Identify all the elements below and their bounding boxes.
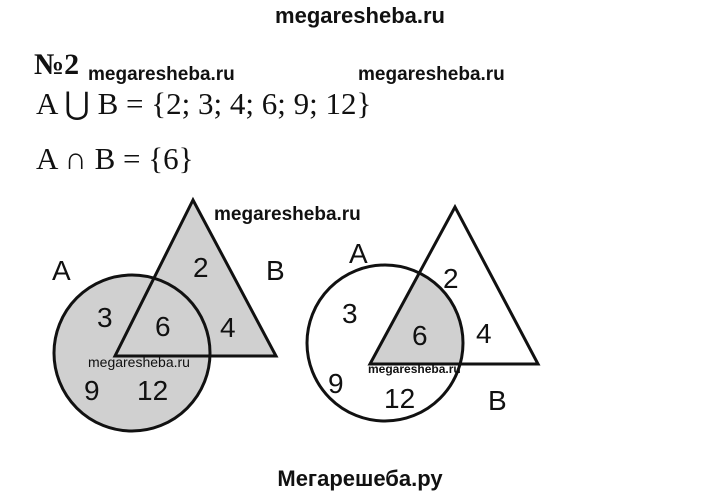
- element-12: 12: [384, 383, 415, 414]
- task-number: №2: [34, 48, 80, 81]
- watermark-figure-left: megaresheba.ru: [88, 354, 190, 370]
- union-expression: A ⋃ B = {2; 3; 4; 6; 9; 12}: [36, 86, 372, 121]
- watermark-bottom: Мегарешеба.ру: [277, 466, 443, 491]
- set-a-label: A: [52, 255, 71, 286]
- set-b-label: B: [488, 385, 507, 416]
- set-b-triangle-fill: [115, 200, 276, 356]
- element-3: 3: [97, 302, 113, 333]
- element-6: 6: [412, 320, 428, 351]
- venn-intersection-figure: A B 2 3 6 4 9 12: [305, 203, 541, 423]
- set-a-circle-outline: [305, 263, 465, 423]
- set-b-triangle-outline: [367, 203, 541, 366]
- element-12: 12: [137, 375, 168, 406]
- union-shaded-region: [54, 200, 276, 431]
- watermark-figure-top: megaresheba.ru: [214, 204, 361, 225]
- element-4: 4: [476, 318, 492, 349]
- set-a-label: A: [349, 238, 368, 269]
- element-9: 9: [84, 375, 100, 406]
- watermark-line-left: megaresheba.ru: [88, 64, 235, 85]
- watermark-figure-right: megaresheba.ru: [368, 362, 461, 376]
- element-4: 4: [220, 312, 236, 343]
- element-2: 2: [193, 252, 209, 283]
- set-b-triangle-outline: [112, 196, 279, 358]
- element-2: 2: [443, 263, 459, 294]
- intersection-expression: A ∩ B = {6}: [36, 141, 194, 176]
- element-9: 9: [328, 368, 344, 399]
- venn-union-figure: A B 2 3 6 4 9 12: [52, 196, 285, 433]
- watermark-line-right: megaresheba.ru: [358, 64, 505, 85]
- set-a-circle-outline: [52, 273, 212, 433]
- element-6: 6: [155, 311, 171, 342]
- element-3: 3: [342, 298, 358, 329]
- set-b-label: B: [266, 255, 285, 286]
- watermark-top: megaresheba.ru: [275, 3, 445, 28]
